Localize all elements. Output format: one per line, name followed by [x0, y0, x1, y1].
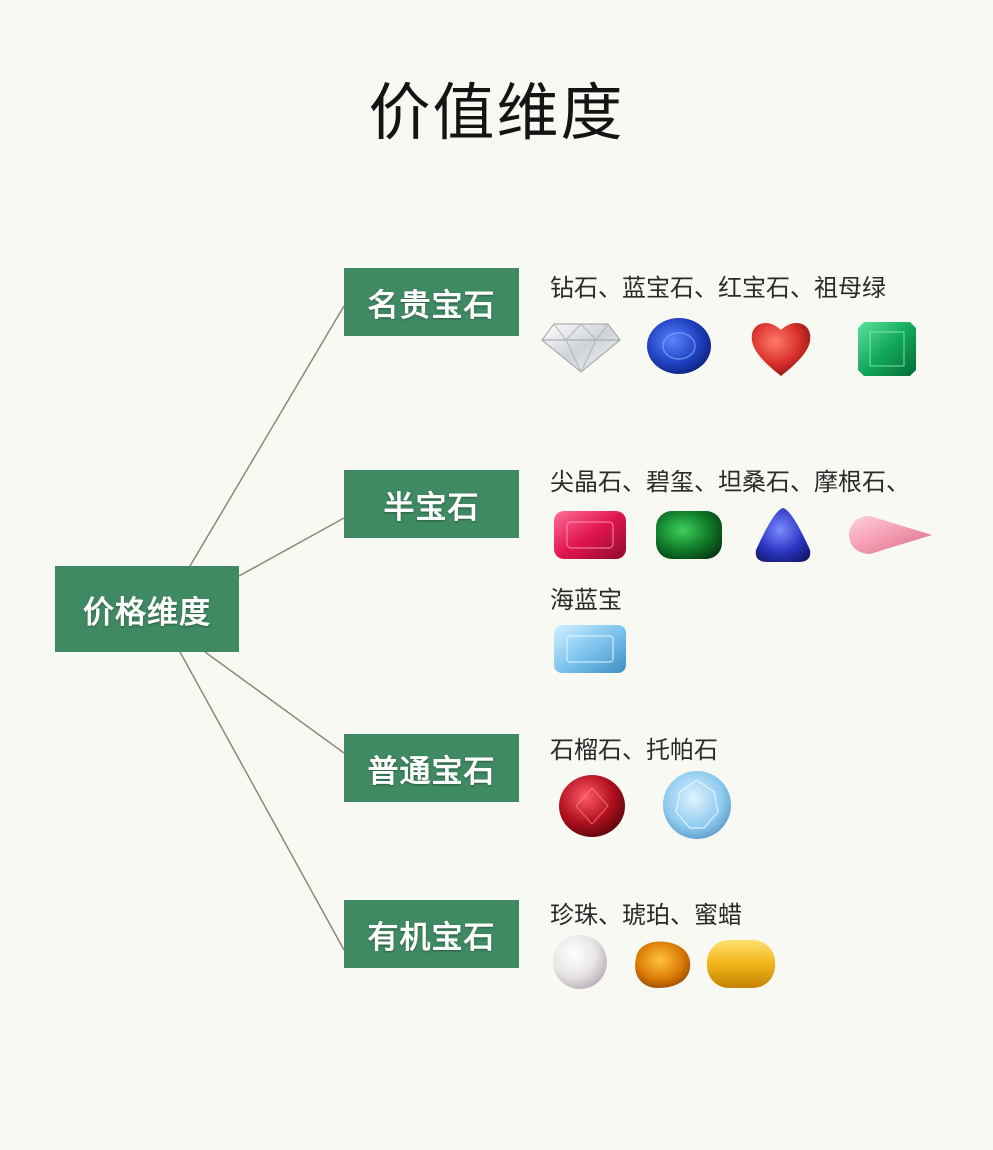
garnet-gem-icon	[559, 775, 625, 837]
connector-line-0	[189, 305, 345, 567]
tanzanite-gem-icon	[755, 508, 811, 562]
gems-list-semi-precious-line2: 海蓝宝	[550, 586, 622, 614]
spinel-gem-icon	[554, 511, 626, 559]
diamond-gem-icon	[541, 323, 621, 374]
topaz-gem-icon	[663, 771, 731, 839]
pearl-gem-icon	[553, 935, 607, 989]
ruby-heart-gem-icon	[751, 323, 811, 376]
connector-line-2	[204, 651, 345, 754]
amber-gem-icon	[635, 941, 691, 988]
category-semi-precious-gems: 半宝石	[344, 470, 519, 538]
category-common-gems: 普通宝石	[344, 734, 519, 802]
tourmaline-gem-icon	[656, 511, 722, 559]
gems-list-semi-precious: 尖晶石、碧玺、坦桑石、摩根石、	[550, 468, 910, 496]
category-organic-gems: 有机宝石	[344, 900, 519, 968]
beeswax-gem-icon	[707, 940, 775, 988]
emerald-gem-icon	[858, 322, 916, 376]
aquamarine-gem-icon	[554, 625, 626, 673]
connector-line-1	[238, 517, 345, 577]
gems-list-common: 石榴石、托帕石	[550, 736, 718, 764]
category-precious-gems: 名贵宝石	[344, 268, 519, 336]
connector-line-3	[179, 651, 345, 951]
gems-list-precious: 钻石、蓝宝石、红宝石、祖母绿	[550, 274, 886, 302]
morganite-gem-icon	[849, 516, 932, 554]
root-node-price-dimension: 价格维度	[55, 566, 239, 652]
gems-list-organic: 珍珠、琥珀、蜜蜡	[550, 901, 742, 929]
page-title: 价值维度	[368, 76, 625, 149]
sapphire-gem-icon	[647, 318, 711, 374]
